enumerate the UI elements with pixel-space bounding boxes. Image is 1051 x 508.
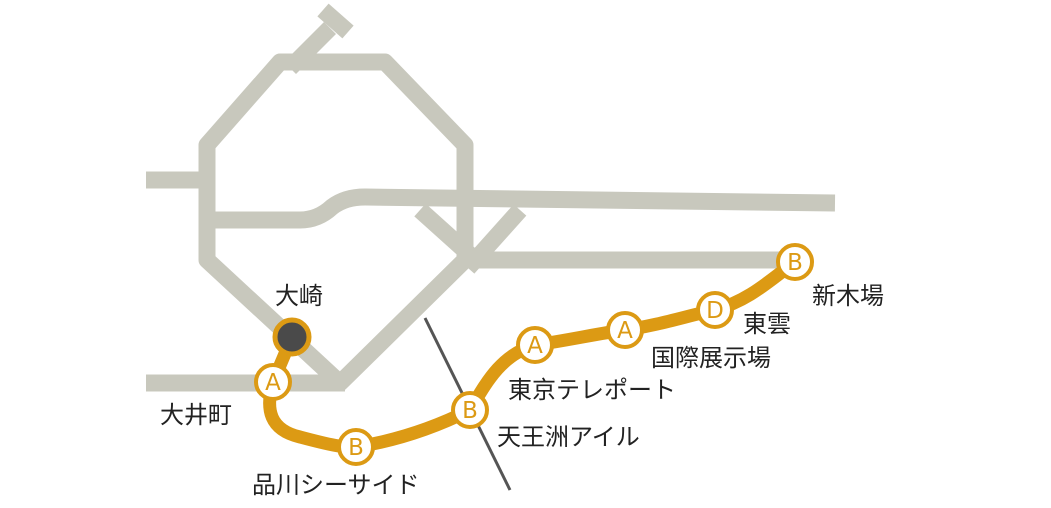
station-badge-kokusai-tenjijo[interactable]: A [606,311,644,349]
station-osaki-marker[interactable] [272,317,312,357]
rail-upper-cross [207,188,836,229]
station-badge-tokyo-teleport[interactable]: A [516,326,554,364]
station-label-oimachi[interactable]: 大井町 [160,401,232,429]
badge-letter: B [348,435,364,461]
station-label-osaki[interactable]: 大崎 [275,282,323,310]
station-badge-shin-kiba[interactable]: B [776,243,814,281]
other-rail-lines [146,3,836,392]
station-label-kokusai-tenjijo[interactable]: 国際展示場 [651,344,771,372]
rail-inner-diagonal [414,203,476,262]
station-label-shinonome[interactable]: 東雲 [743,310,791,338]
station-label-tennozu-isle[interactable]: 天王洲アイル [497,423,640,451]
station-label-tokyo-teleport[interactable]: 東京テレポート [508,376,676,404]
badge-letter: B [462,398,478,424]
rail-top-stub [317,3,354,39]
badge-letter: A [527,333,543,359]
station-badge-shinonome[interactable]: D [696,291,734,329]
badge-letter: A [617,318,633,344]
station-badge-tennozu-isle[interactable]: B [451,391,489,429]
badge-letter: B [787,250,803,276]
rail-merge-diagonal [461,204,527,274]
station-badge-shinagawa-seaside[interactable]: B [337,428,375,466]
station-label-shin-kiba[interactable]: 新木場 [812,282,884,310]
rail-top-spur [283,21,337,75]
station-label-shinagawa-seaside[interactable]: 品川シーサイド [252,471,420,499]
badge-letter: D [706,298,724,324]
badge-letter: A [265,370,281,396]
station-badge-oimachi[interactable]: A [254,363,292,401]
